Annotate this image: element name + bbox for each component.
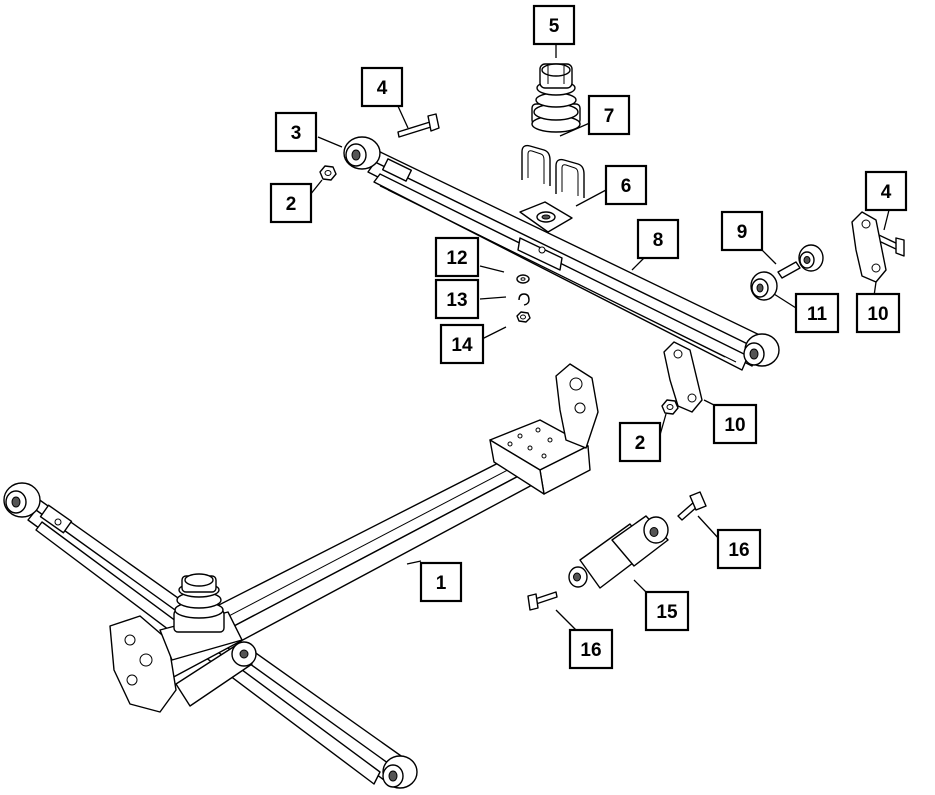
callout-11: 11 — [794, 292, 840, 334]
leaf-spring-upper — [361, 147, 771, 371]
bolt-upper — [397, 113, 440, 138]
bushing-left — [750, 271, 778, 301]
callout-label: 16 — [580, 640, 601, 661]
callout-label: 15 — [656, 602, 678, 623]
callout-label: 11 — [807, 304, 828, 325]
callout-label: 12 — [446, 248, 467, 269]
callout-label: 7 — [604, 106, 615, 127]
callout-label: 6 — [621, 176, 632, 197]
callout-label: 5 — [549, 16, 560, 37]
callout-6: 6 — [604, 164, 648, 206]
rear-axle — [109, 363, 599, 713]
callout-16-upper: 16 — [716, 528, 762, 570]
callout-2-lower: 2 — [618, 421, 662, 463]
flat-washer — [516, 274, 530, 284]
callout-13: 13 — [434, 278, 480, 320]
callout-label: 3 — [291, 123, 302, 144]
nut-lower — [661, 399, 679, 415]
nut-upper — [319, 165, 337, 181]
callout-12: 12 — [434, 236, 480, 278]
callout-label: 2 — [635, 433, 646, 454]
spring-plate — [519, 201, 573, 233]
shock-absorber — [568, 515, 669, 589]
jounce-bumper — [531, 63, 581, 133]
callout-4-upper: 4 — [360, 66, 404, 108]
callout-label: 16 — [728, 540, 749, 561]
callout-label: 10 — [724, 415, 745, 436]
callout-label: 9 — [737, 222, 748, 243]
lock-washer — [518, 293, 530, 306]
callout-4-right: 4 — [864, 170, 908, 212]
callout-15: 15 — [644, 590, 690, 632]
spring-eye-front-upper — [343, 136, 381, 170]
callout-label: 14 — [451, 335, 473, 356]
u-bolts — [521, 144, 585, 198]
axle-jounce-bumper — [173, 573, 225, 633]
callout-16-lower: 16 — [568, 628, 614, 670]
shock-bolt-upper — [677, 491, 707, 521]
shackle-right — [851, 211, 887, 283]
callout-8: 8 — [636, 218, 680, 260]
bushing-right — [798, 244, 824, 272]
spring-eye-front-lower — [3, 482, 41, 518]
nut — [516, 311, 531, 323]
shackle-lower — [663, 341, 703, 413]
callout-label: 2 — [286, 194, 297, 215]
spring-eye-rear-lower — [382, 755, 418, 789]
bushing-sleeve — [777, 261, 801, 279]
callout-14: 14 — [439, 323, 485, 365]
callout-2-upper: 2 — [269, 182, 313, 224]
callout-label: 8 — [653, 230, 664, 251]
callout-label: 1 — [436, 573, 447, 594]
callout-7: 7 — [587, 94, 631, 136]
callout-1: 1 — [419, 561, 463, 603]
callout-5: 5 — [532, 4, 576, 46]
callout-label: 10 — [867, 304, 888, 325]
shock-bolt-lower — [527, 591, 558, 611]
axle-shock-absorber — [175, 641, 257, 707]
callout-3: 3 — [274, 111, 318, 153]
callout-label: 4 — [377, 78, 388, 99]
callout-10-lower: 10 — [712, 403, 758, 445]
callout-label: 4 — [881, 182, 892, 203]
callout-label: 13 — [446, 290, 467, 311]
spring-eye-rear-upper — [743, 333, 780, 367]
callout-9: 9 — [720, 210, 764, 252]
callout-10-right: 10 — [855, 292, 901, 334]
